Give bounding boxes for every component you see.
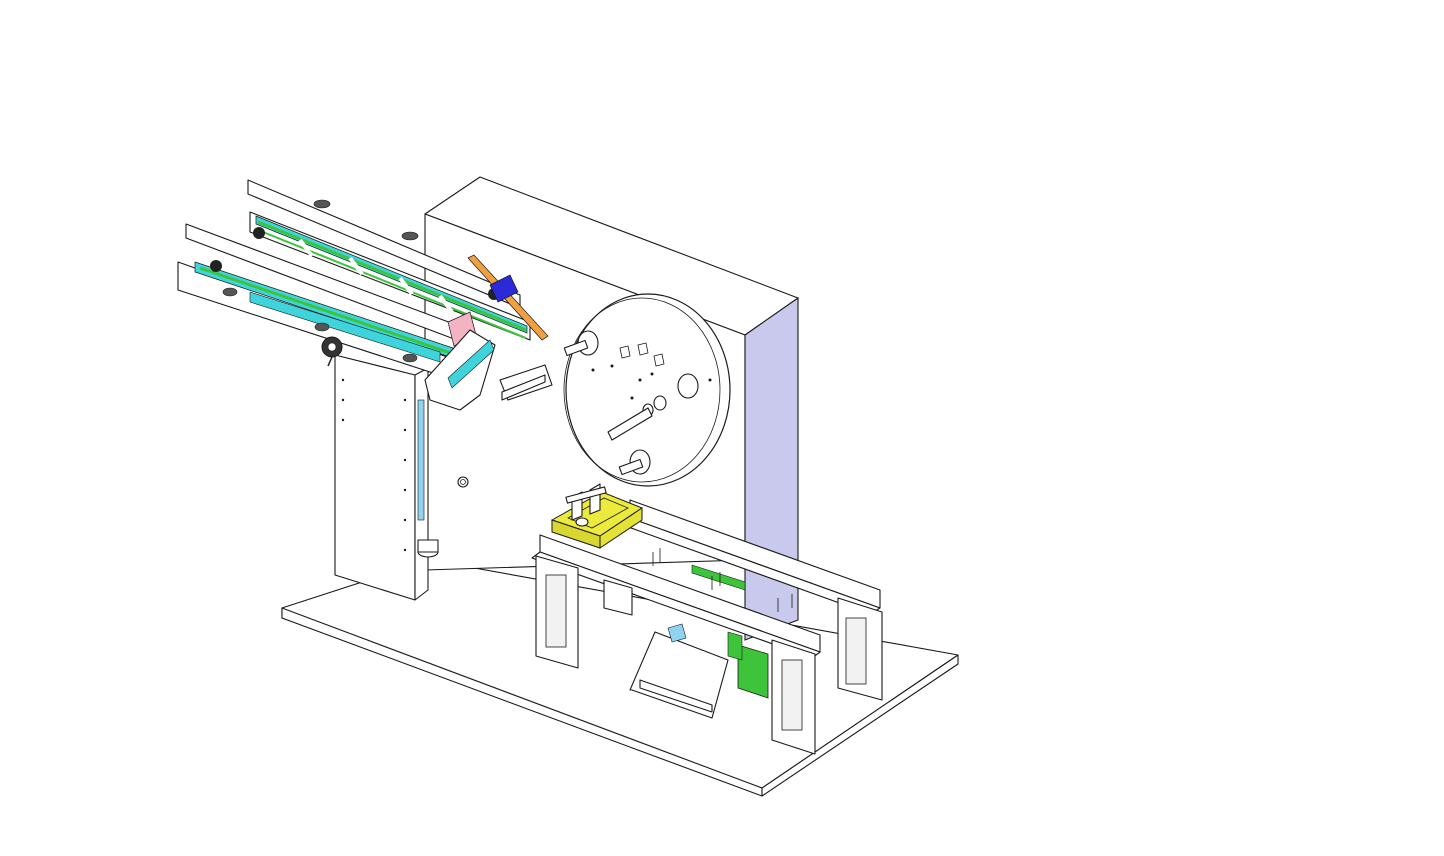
yellow-fixture-icon	[550, 483, 644, 549]
support-column-icon	[334, 354, 439, 601]
rotary-disc-icon	[563, 293, 731, 487]
feed-conveyor-icon	[177, 179, 553, 411]
handwheel-icon	[321, 336, 343, 367]
drive-bracket-icon	[629, 564, 769, 719]
fixture-rail-icon	[531, 499, 883, 755]
